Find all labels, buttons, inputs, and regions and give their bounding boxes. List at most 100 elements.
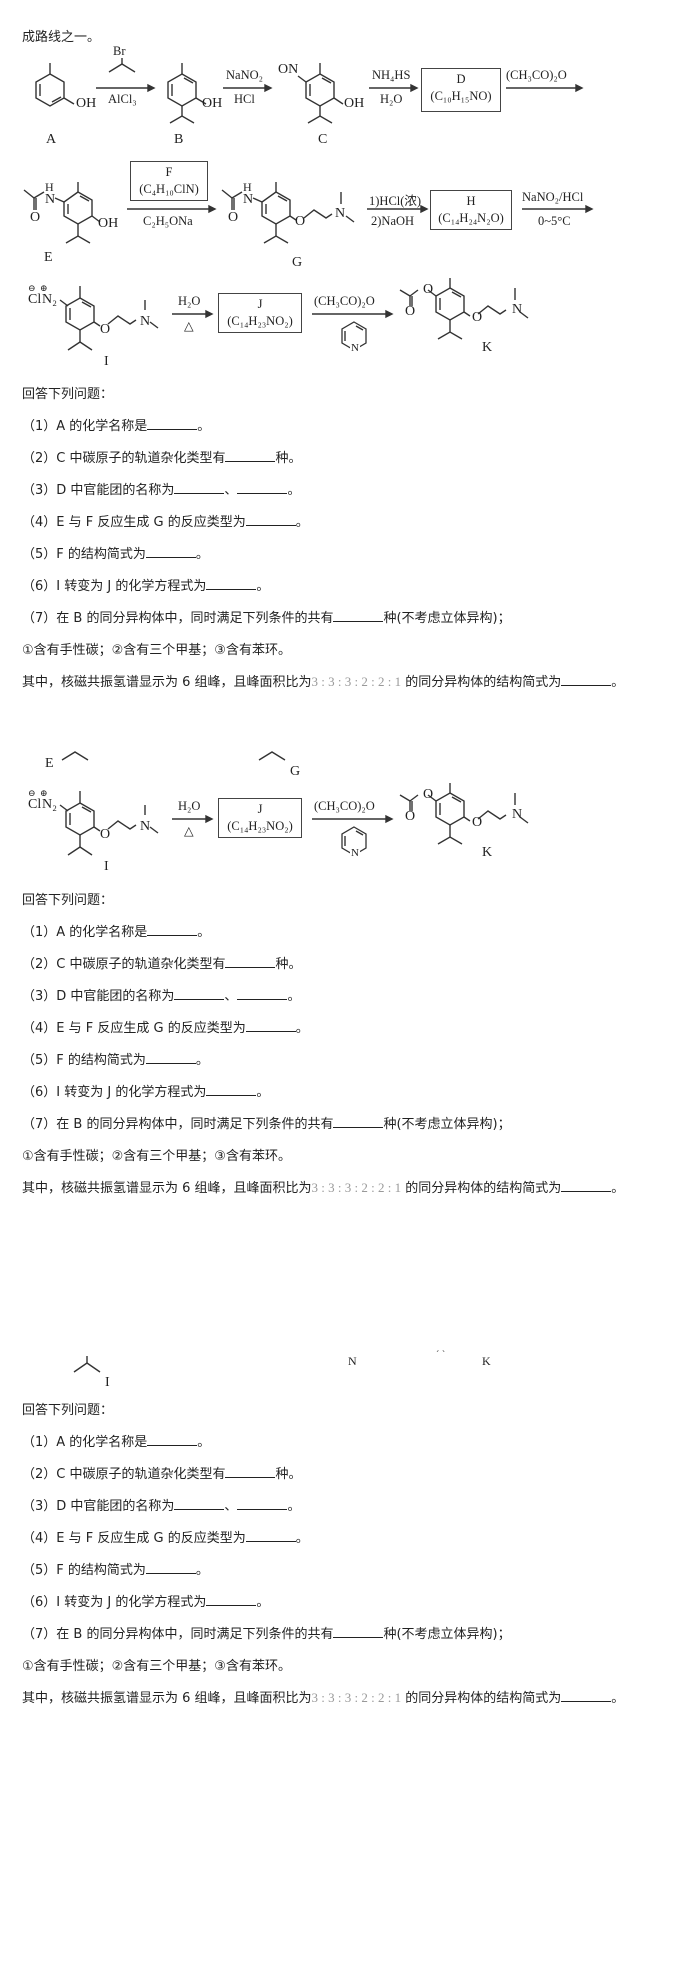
reagent-h2o-heat: H₂O	[178, 799, 201, 813]
g-nh-label: N	[243, 192, 254, 207]
i-ether-o-label: O	[100, 827, 111, 842]
answer-blank[interactable]	[333, 1115, 384, 1128]
question-1: （1）A 的化学名称是。	[22, 1433, 211, 1450]
peak-ratio: 3 : 3 : 3 : 2 : 2 : 1	[311, 674, 402, 689]
pyridine-n-label: N	[350, 847, 360, 859]
question-7-conditions: ①含有手性碳；②含有三个甲基；③含有苯环。	[22, 1659, 291, 1674]
reagent-hcl: HCl	[234, 92, 255, 106]
reaction-arrow-5	[127, 204, 217, 214]
answer-blank[interactable]	[147, 923, 198, 936]
answer-blank[interactable]	[245, 1529, 296, 1542]
i-amine-n-label: N	[140, 819, 151, 834]
question-4: （4）E 与 F 反应生成 G 的反应类型为。	[22, 1019, 309, 1036]
reagent-nh4hs: NH₄HS	[372, 68, 411, 82]
compound-d-box: D (C₁₀H₁₅NO)	[421, 68, 501, 112]
g-ether-o-label: O	[295, 214, 306, 229]
compound-j-box: J (C₁₄H₂₃NO₂)	[218, 798, 302, 838]
fragment-e-bond	[61, 751, 89, 761]
compound-h-formula: (C₁₄H₂₄N₂O)	[438, 211, 504, 225]
compound-f-name: F	[165, 165, 173, 179]
answer-blank[interactable]	[225, 1465, 276, 1478]
answer-blank[interactable]	[225, 955, 276, 968]
fragment-g-bond	[258, 751, 286, 761]
answer-blank[interactable]	[561, 1689, 612, 1702]
answer-blank[interactable]	[561, 1179, 612, 1192]
question-7-conditions: ①含有手性碳；②含有三个甲基；③含有苯环。	[22, 643, 291, 658]
answer-blank[interactable]	[145, 1051, 196, 1064]
i-amine-n-label: N	[140, 314, 151, 329]
heat-symbol: △	[184, 824, 194, 838]
answer-blank[interactable]	[206, 1593, 257, 1606]
question-2: （2）C 中碳原子的轨道杂化类型有种。	[22, 449, 302, 466]
answer-blank[interactable]	[225, 449, 276, 462]
reagent-temp: 0~5°C	[538, 214, 571, 228]
compound-a-structure	[35, 63, 75, 107]
answer-blank[interactable]	[561, 673, 612, 686]
chloride-charge: ⊖	[28, 283, 36, 293]
a-oh-label: OH	[76, 96, 97, 111]
compound-b-label: B	[174, 132, 184, 147]
questions-header: 回答下列问题：	[22, 1403, 114, 1418]
b-oh-label: OH	[202, 96, 223, 111]
question-2: （2）C 中碳原子的轨道杂化类型有种。	[22, 1465, 302, 1482]
reaction-arrow-6	[367, 204, 429, 214]
answer-blank[interactable]	[174, 1497, 225, 1510]
diazonium-charge: ⊕	[40, 788, 48, 798]
reagent-br: Br	[113, 44, 126, 58]
reagent-hcl-conc: 1)HCl(浓)	[369, 194, 422, 208]
answer-blank[interactable]	[237, 1497, 288, 1510]
answer-blank[interactable]	[174, 987, 225, 1000]
answer-blank[interactable]	[333, 1625, 384, 1638]
question-5: （5）F 的结构简式为。	[22, 545, 209, 562]
answer-blank[interactable]	[206, 577, 257, 590]
question-4: （4）E 与 F 反应生成 G 的反应类型为。	[22, 513, 309, 530]
k-amine-n-label: N	[512, 807, 523, 822]
compound-e-label: E	[44, 250, 53, 265]
answer-blank[interactable]	[147, 417, 198, 430]
question-5: （5）F 的结构简式为。	[22, 1051, 209, 1068]
answer-blank[interactable]	[145, 1561, 196, 1574]
compound-j-name: J	[257, 802, 263, 816]
k-carbonyl-o-label: O	[405, 809, 416, 824]
heat-symbol: △	[184, 319, 194, 333]
e-h-label: H	[45, 180, 54, 194]
question-6: （6）I 转变为 J 的化学方程式为。	[22, 1083, 270, 1100]
answer-blank[interactable]	[237, 987, 288, 1000]
answer-blank[interactable]	[237, 481, 288, 494]
compound-a-label: A	[46, 132, 57, 147]
k-ester-o-label: O	[423, 282, 434, 297]
reaction-arrow-2	[223, 83, 273, 93]
fragment-e-label: E	[45, 756, 54, 771]
e-oh-label: OH	[98, 216, 119, 231]
reaction-arrow-8	[172, 309, 214, 319]
answer-blank[interactable]	[147, 1433, 198, 1446]
reagent-acetic-anhydride-2: (CH₃CO)₂O	[314, 294, 375, 308]
reaction-arrow-1	[96, 83, 156, 93]
e-o-label: O	[30, 210, 41, 225]
compound-j-formula: (C₁₄H₂₃NO₂)	[227, 314, 293, 328]
compound-i-structure	[59, 286, 159, 351]
compound-i-label: I	[104, 859, 109, 874]
answer-blank[interactable]	[333, 609, 384, 622]
question-7-followup: 其中，核磁共振氢谱显示为 6 组峰，且峰面积比为3 : 3 : 3 : 2 : …	[22, 673, 625, 690]
fragment-isopropyl	[73, 1356, 101, 1373]
compound-f-formula: (C₄H₁₀ClN)	[139, 182, 199, 196]
question-5: （5）F 的结构简式为。	[22, 1561, 209, 1578]
question-3: （3）D 中官能团的名称为、。	[22, 987, 301, 1004]
answer-blank[interactable]	[245, 1019, 296, 1032]
reagent-c2h5ona: C₂H₅ONa	[143, 214, 193, 228]
intro-text: 成路线之一。	[22, 30, 101, 45]
answer-blank[interactable]	[145, 545, 196, 558]
question-3: （3）D 中官能团的名称为、。	[22, 481, 301, 498]
fragment-g-label: G	[290, 764, 301, 779]
answer-blank[interactable]	[206, 1083, 257, 1096]
answer-blank[interactable]	[174, 481, 225, 494]
chloride-charge: ⊖	[28, 788, 36, 798]
compound-k-structure	[399, 278, 529, 340]
answer-blank[interactable]	[245, 513, 296, 526]
question-7: （7）在 B 的同分异构体中，同时满足下列条件的共有种(不考虑立体异构)；	[22, 609, 511, 626]
question-7: （7）在 B 的同分异构体中，同时满足下列条件的共有种(不考虑立体异构)；	[22, 1625, 511, 1642]
compound-d-name: D	[456, 72, 466, 86]
c-on-label: ON	[278, 62, 299, 77]
reagent-acetic-anhydride-2: (CH₃CO)₂O	[314, 799, 375, 813]
